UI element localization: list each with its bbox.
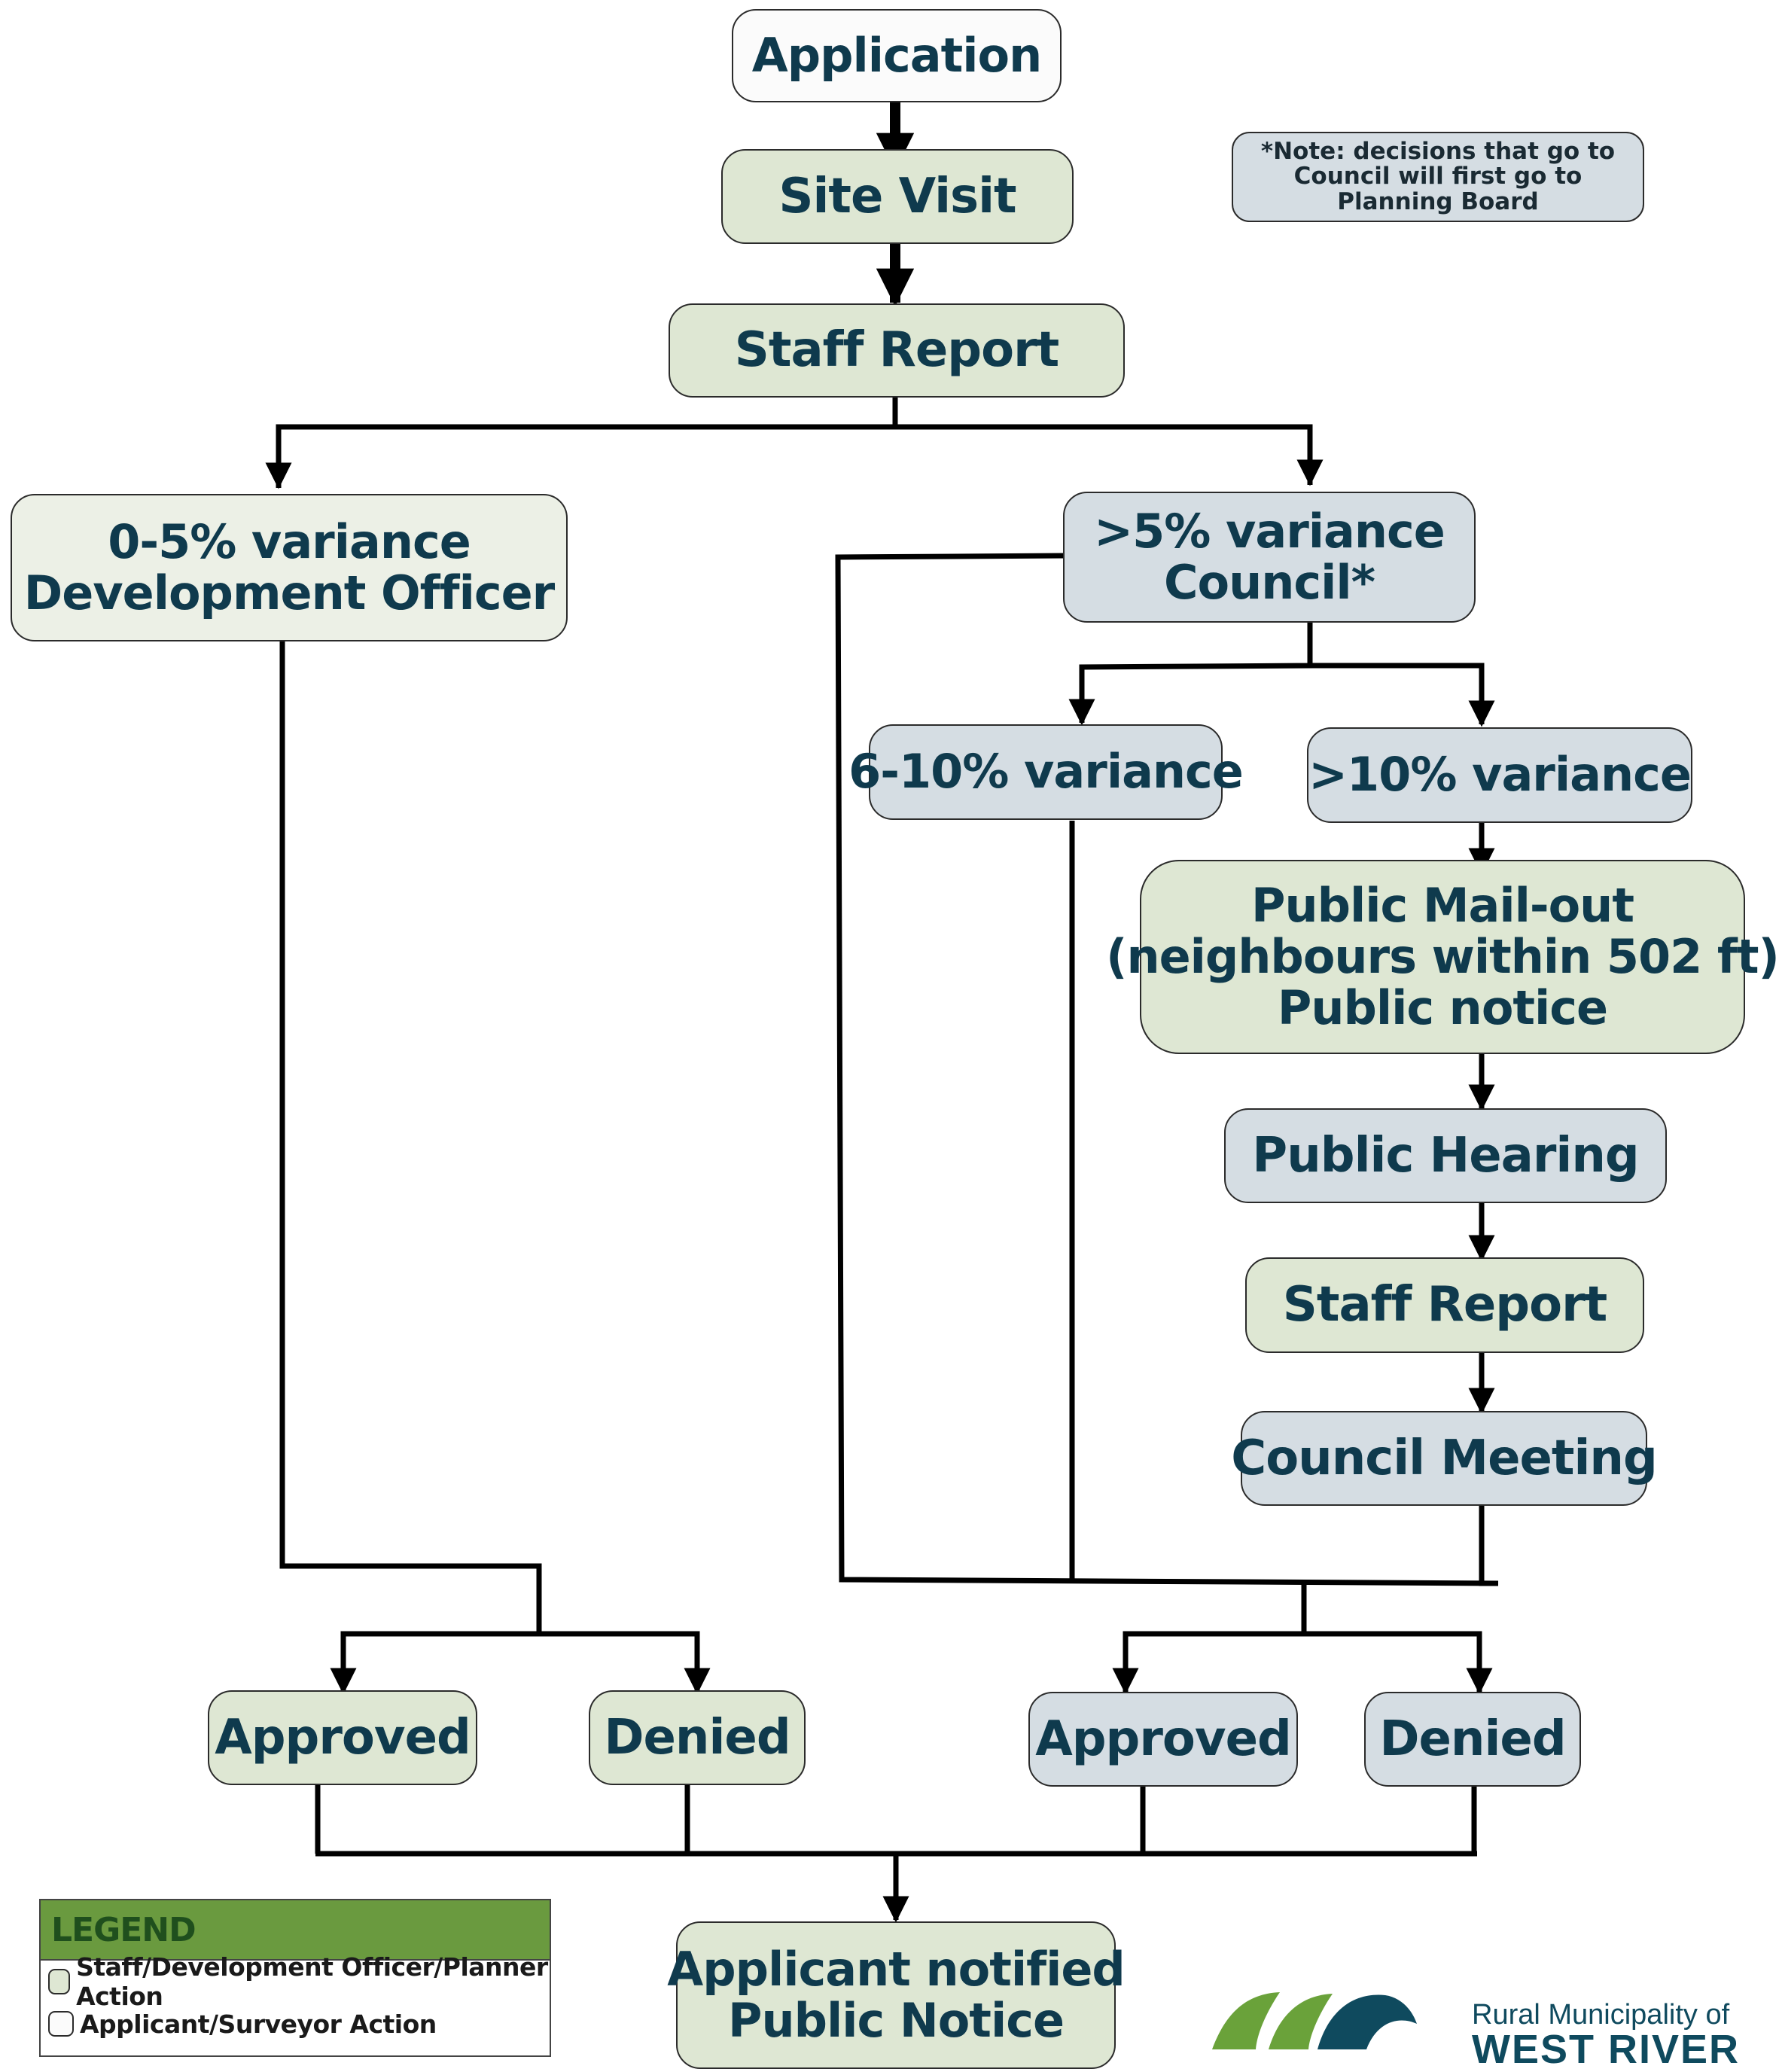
line-council-meeting-down (1479, 1504, 1498, 1586)
node-council: >5% variance Council* (1063, 492, 1476, 623)
node-staff-report: Staff Report (669, 303, 1125, 398)
node-site-visit: Site Visit (721, 149, 1074, 244)
node-approved-left: Approved (208, 1690, 477, 1785)
node-denied-left: Denied (589, 1690, 806, 1785)
line-dev-officer-down (279, 640, 542, 1634)
legend-swatch-staff (48, 1969, 71, 1994)
logo-text-line-1: Rural Municipality of (1472, 1999, 1730, 2031)
node-application: Application (732, 9, 1062, 102)
legend-label-staff: Staff/Development Officer/Planner Action (76, 1952, 548, 2011)
node-public-hearing: Public Hearing (1224, 1108, 1667, 1203)
note-line-2: will first go to Planning Board (1337, 163, 1583, 215)
node-applicant-notified: Applicant notified Public Notice (667, 1921, 1126, 2069)
legend-item-staff: Staff/Development Officer/Planner Action (41, 1952, 550, 2011)
west-river-logo-icon (1212, 1992, 1417, 2049)
node-variance-6-10: 6-10% variance (848, 724, 1244, 820)
note-line-1: *Note: decisions that go to Council (1260, 137, 1616, 190)
line-council-split-right (1310, 663, 1485, 721)
legend-item-applicant: Applicant/Surveyor Action (41, 2003, 550, 2045)
legend-swatch-applicant (48, 2011, 74, 2037)
node-development-officer: 0-5% variance Development Officer (11, 494, 568, 641)
node-council-meeting: Council Meeting (1231, 1411, 1658, 1506)
legend-label-applicant: Applicant/Surveyor Action (80, 2009, 437, 2039)
node-variance-gt10: >10% variance (1307, 727, 1692, 823)
logo-text-line-2: WEST RIVER (1472, 2027, 1741, 2072)
node-staff-report-2: Staff Report (1245, 1257, 1644, 1353)
node-public-mailout: Public Mail-out (neighbours within 502 f… (1106, 860, 1779, 1054)
line-right-decision-split (1123, 1631, 1482, 1690)
legend: LEGEND Staff/Development Officer/Planner… (39, 1899, 551, 2057)
connector-lines (265, 102, 1499, 1923)
line-council-left-bypass (835, 553, 1499, 1586)
line-left-decision-split (340, 1631, 700, 1690)
planning-board-note: *Note: decisions that go to Council will… (1232, 132, 1644, 222)
line-split-top (276, 424, 1313, 488)
node-approved-right: Approved (1028, 1692, 1298, 1787)
line-council-split (1079, 622, 1313, 721)
flowchart: Application Site Visit Staff Report *Not… (11, 9, 1779, 2072)
node-denied-right: Denied (1364, 1692, 1581, 1787)
legend-title: LEGEND (41, 1900, 550, 1961)
